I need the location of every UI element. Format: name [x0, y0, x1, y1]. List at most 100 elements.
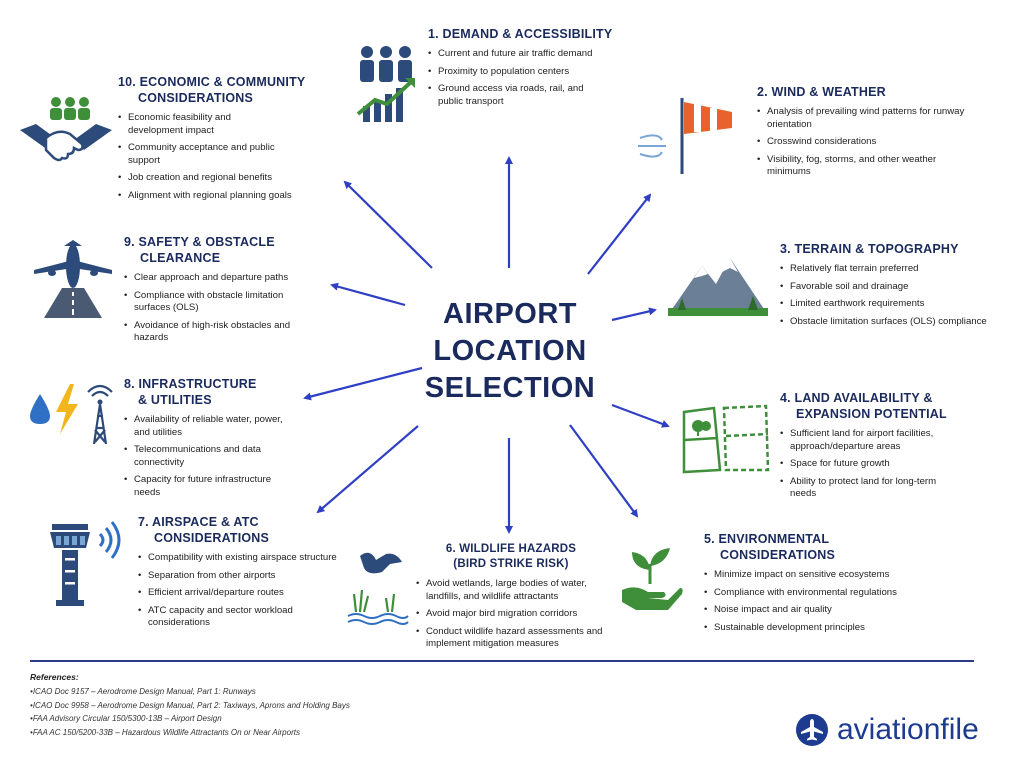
arrow-to-safety: [330, 282, 406, 307]
arrow-to-economic: [343, 180, 433, 269]
list-item: Avoid wetlands, large bodies of water, l…: [416, 578, 606, 603]
reference-item: ICAO Doc 9157 – Aerodrome Design Manual,…: [30, 687, 550, 698]
list-item: ATC capacity and sector workload conside…: [138, 605, 343, 630]
list-item: Ability to protect land for long-term ne…: [780, 476, 940, 501]
central-title-line1: AIRPORT: [443, 298, 577, 330]
bird-wetland-icon: [346, 546, 410, 631]
section-title-line1: 4. LAND AVAILABILITY &: [780, 391, 933, 405]
list-item: Space for future growth: [780, 458, 985, 471]
reference-item: ICAO Doc 9958 – Aerodrome Design Manual,…: [30, 701, 550, 712]
mountain-icon: [668, 254, 768, 323]
central-title-line2: LOCATION: [433, 335, 587, 367]
control-tower-icon: [42, 520, 130, 613]
section-title-line1: 8. INFRASTRUCTURE: [124, 377, 257, 391]
airplane-circle-icon: [796, 714, 828, 746]
list-item: Alignment with regional planning goals: [118, 190, 333, 203]
section-title: 7. AIRSPACE & ATC CONSIDERATIONS: [138, 514, 343, 546]
section-title: 3. TERRAIN & TOPOGRAPHY: [780, 242, 959, 256]
list-item: Telecommunications and data connectivity: [124, 444, 294, 469]
section-title: 2. WIND & WEATHER: [757, 85, 886, 99]
section-title-line2: CONSIDERATIONS: [138, 91, 254, 105]
section-title: 4. LAND AVAILABILITY & EXPANSION POTENTI…: [780, 390, 985, 422]
section-demand-accessibility: 1. DEMAND & ACCESSIBILITY Current and fu…: [428, 26, 648, 113]
list-item: Ground access via roads, rail, and publi…: [428, 83, 588, 108]
land-plot-icon: [680, 400, 772, 481]
list-item: Limited earthwork requirements: [780, 298, 990, 311]
list-item: Obstacle limitation surfaces (OLS) compl…: [780, 316, 990, 329]
list-item: Relatively flat terrain preferred: [780, 263, 990, 276]
list-item: Noise impact and air quality: [704, 604, 924, 617]
arrow-to-land: [611, 403, 670, 428]
list-item: Current and future air traffic demand: [428, 48, 648, 61]
section-title-line2: CONSIDERATIONS: [720, 548, 836, 562]
section-wind-weather: 2. WIND & WEATHER Analysis of prevailing…: [757, 84, 972, 184]
utilities-icon: [28, 382, 118, 453]
list-item: Visibility, fog, storms, and other weath…: [757, 154, 972, 179]
section-title: 8. INFRASTRUCTURE & UTILITIES: [124, 376, 309, 408]
airplane-runway-icon: [32, 238, 114, 325]
central-title-line3: SELECTION: [424, 372, 596, 404]
list-item: Analysis of prevailing wind patterns for…: [757, 106, 972, 131]
list-item: Avoidance of high-risk obstacles and haz…: [124, 320, 319, 345]
section-title-line2: CLEARANCE: [140, 251, 221, 265]
aviationfile-logo: aviationfile: [795, 710, 979, 750]
list-item: Economic feasibility and development imp…: [118, 112, 278, 137]
people-growth-icon: [355, 42, 417, 129]
divider: [30, 660, 974, 662]
section-safety-obstacle: 9. SAFETY & OBSTACLE CLEARANCE Clear app…: [124, 234, 324, 350]
section-environmental: 5. ENVIRONMENTAL CONSIDERATIONS Minimize…: [704, 531, 924, 639]
arrow-to-terrain: [611, 307, 657, 322]
list-item: Avoid major bird migration corridors: [416, 608, 606, 621]
references: References: ICAO Doc 9157 – Aerodrome De…: [30, 672, 550, 741]
list-item: Conduct wildlife hazard assessments and …: [416, 626, 606, 651]
arrow-to-airspace: [316, 425, 419, 514]
list-item: Crosswind considerations: [757, 136, 972, 149]
list-item: Separation from other airports: [138, 570, 343, 583]
list-item: Availability of reliable water, power, a…: [124, 414, 294, 439]
list-item: Favorable soil and drainage: [780, 281, 990, 294]
section-airspace-atc: 7. AIRSPACE & ATC CONSIDERATIONS Compati…: [138, 514, 343, 635]
section-title-line2: CONSIDERATIONS: [154, 531, 270, 545]
list-item: Community acceptance and public support: [118, 142, 288, 167]
reference-item: FAA Advisory Circular 150/5300-13B – Air…: [30, 714, 550, 725]
section-title: 1. DEMAND & ACCESSIBILITY: [428, 27, 613, 41]
arrow-to-environmental: [569, 424, 639, 518]
section-title-line2: EXPANSION POTENTIAL: [796, 407, 947, 421]
section-economic-community: 10. ECONOMIC & COMMUNITY CONSIDERATIONS …: [118, 74, 333, 207]
section-title-line2: (BIRD STRIKE RISK): [453, 558, 569, 570]
arrow-to-wind: [587, 193, 652, 275]
section-land-availability: 4. LAND AVAILABILITY & EXPANSION POTENTI…: [780, 390, 985, 506]
windsock-icon: [636, 94, 746, 181]
central-title: AIRPORT LOCATION SELECTION: [415, 296, 605, 407]
section-wildlife-hazards: 6. WILDLIFE HAZARDS (BIRD STRIKE RISK) A…: [416, 542, 606, 656]
list-item: Capacity for future infrastructure needs: [124, 474, 284, 499]
list-item: Proximity to population centers: [428, 66, 648, 79]
handshake-community-icon: [18, 94, 114, 171]
list-item: Efficient arrival/departure routes: [138, 587, 343, 600]
list-item: Minimize impact on sensitive ecosystems: [704, 569, 924, 582]
section-terrain-topography: 3. TERRAIN & TOPOGRAPHY Relatively flat …: [780, 241, 990, 333]
reference-item: FAA AC 150/5200-33B – Hazardous Wildlife…: [30, 728, 550, 739]
list-item: Compliance with obstacle limitation surf…: [124, 290, 319, 315]
list-item: Compatibility with existing airspace str…: [138, 552, 343, 565]
section-title-line1: 9. SAFETY & OBSTACLE: [124, 235, 275, 249]
section-title: 9. SAFETY & OBSTACLE CLEARANCE: [124, 234, 324, 266]
section-title-line1: 6. WILDLIFE HAZARDS: [445, 543, 577, 555]
section-title-line1: 7. AIRSPACE & ATC: [138, 515, 259, 529]
section-title: 6. WILDLIFE HAZARDS (BIRD STRIKE RISK): [416, 542, 606, 572]
section-title-line2: & UTILITIES: [138, 393, 212, 407]
logo-text: aviationfile: [837, 713, 979, 746]
arrow-to-infrastructure: [303, 366, 423, 401]
list-item: Compliance with environmental regulation…: [704, 587, 924, 600]
section-title-line1: 10. ECONOMIC & COMMUNITY: [118, 75, 306, 89]
list-item: Job creation and regional benefits: [118, 172, 333, 185]
plant-hand-icon: [618, 544, 688, 619]
section-title: 5. ENVIRONMENTAL CONSIDERATIONS: [704, 531, 924, 563]
references-title: References:: [30, 672, 79, 682]
list-item: Sufficient land for airport facilities, …: [780, 428, 985, 453]
section-title: 10. ECONOMIC & COMMUNITY CONSIDERATIONS: [118, 74, 333, 106]
section-title-line1: 5. ENVIRONMENTAL: [704, 532, 830, 546]
list-item: Clear approach and departure paths: [124, 272, 324, 285]
list-item: Sustainable development principles: [704, 622, 924, 635]
